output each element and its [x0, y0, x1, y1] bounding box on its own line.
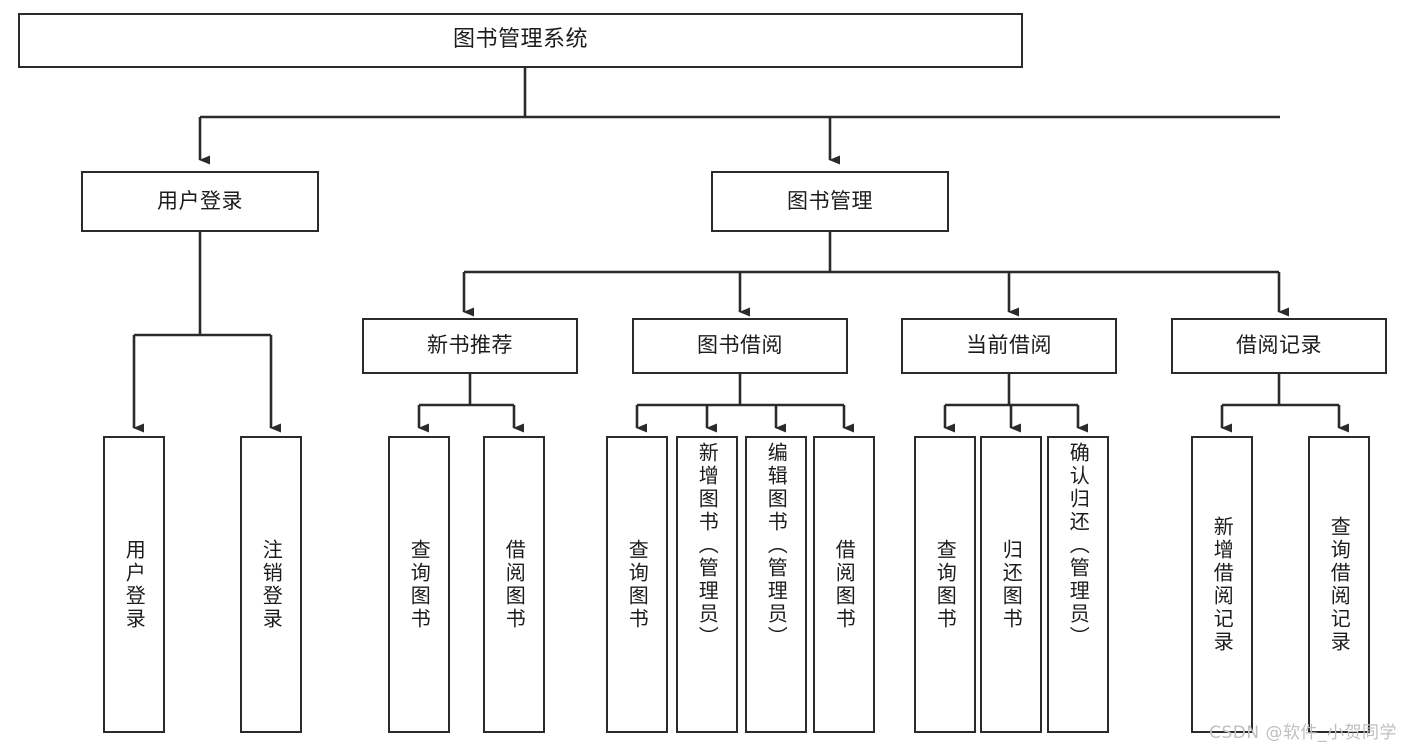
node-leaf-borrow-book-2-label: 借阅图书	[832, 538, 857, 631]
node-leaf-user-login[interactable]: 用户登录	[103, 436, 165, 733]
node-root-label: 图书管理系统	[452, 27, 588, 53]
node-book-borrow-label: 图书借阅	[697, 333, 783, 358]
node-current-borrow-label: 当前借阅	[966, 333, 1052, 358]
node-current-borrow[interactable]: 当前借阅	[901, 318, 1117, 374]
node-leaf-edit-book-admin-label: 编辑图书（管理员）	[764, 442, 789, 649]
node-leaf-user-login-label: 用户登录	[122, 538, 147, 631]
node-leaf-return-book-label: 归还图书	[999, 538, 1024, 631]
node-new-book-recommend[interactable]: 新书推荐	[362, 318, 578, 374]
node-book-manage-label: 图书管理	[787, 188, 873, 213]
node-book-borrow[interactable]: 图书借阅	[632, 318, 848, 374]
node-leaf-query-borrow-record[interactable]: 查询借阅记录	[1308, 436, 1370, 733]
node-leaf-query-book-3-label: 查询图书	[933, 538, 958, 631]
node-leaf-add-borrow-record[interactable]: 新增借阅记录	[1191, 436, 1253, 733]
node-leaf-return-book[interactable]: 归还图书	[980, 436, 1042, 733]
node-leaf-edit-book-admin[interactable]: 编辑图书（管理员）	[745, 436, 807, 733]
node-leaf-add-borrow-record-label: 新增借阅记录	[1210, 515, 1235, 654]
node-leaf-add-book-admin[interactable]: 新增图书（管理员）	[676, 436, 738, 733]
node-root[interactable]: 图书管理系统	[18, 13, 1023, 68]
node-borrow-record-label: 借阅记录	[1236, 333, 1322, 358]
node-leaf-confirm-return-admin[interactable]: 确认归还（管理员）	[1047, 436, 1109, 733]
node-leaf-logout-login-label: 注销登录	[259, 538, 284, 631]
node-leaf-query-book-3[interactable]: 查询图书	[914, 436, 976, 733]
node-leaf-query-book-1-label: 查询图书	[407, 538, 432, 631]
watermark: CSDN @软件_小贺同学	[1209, 723, 1397, 743]
node-new-book-recommend-label: 新书推荐	[427, 333, 513, 358]
node-leaf-borrow-book-1[interactable]: 借阅图书	[483, 436, 545, 733]
node-leaf-logout-login[interactable]: 注销登录	[240, 436, 302, 733]
node-leaf-confirm-return-admin-label: 确认归还（管理员）	[1066, 442, 1091, 649]
node-borrow-record[interactable]: 借阅记录	[1171, 318, 1387, 374]
node-leaf-borrow-book-2[interactable]: 借阅图书	[813, 436, 875, 733]
node-leaf-query-book-1[interactable]: 查询图书	[388, 436, 450, 733]
node-user-login[interactable]: 用户登录	[81, 171, 319, 232]
node-leaf-add-book-admin-label: 新增图书（管理员）	[695, 442, 720, 649]
node-leaf-query-book-2-label: 查询图书	[625, 538, 650, 631]
node-leaf-borrow-book-1-label: 借阅图书	[502, 538, 527, 631]
node-leaf-query-borrow-record-label: 查询借阅记录	[1327, 515, 1352, 654]
node-user-login-label: 用户登录	[157, 188, 243, 213]
node-leaf-query-book-2[interactable]: 查询图书	[606, 436, 668, 733]
node-book-manage[interactable]: 图书管理	[711, 171, 949, 232]
